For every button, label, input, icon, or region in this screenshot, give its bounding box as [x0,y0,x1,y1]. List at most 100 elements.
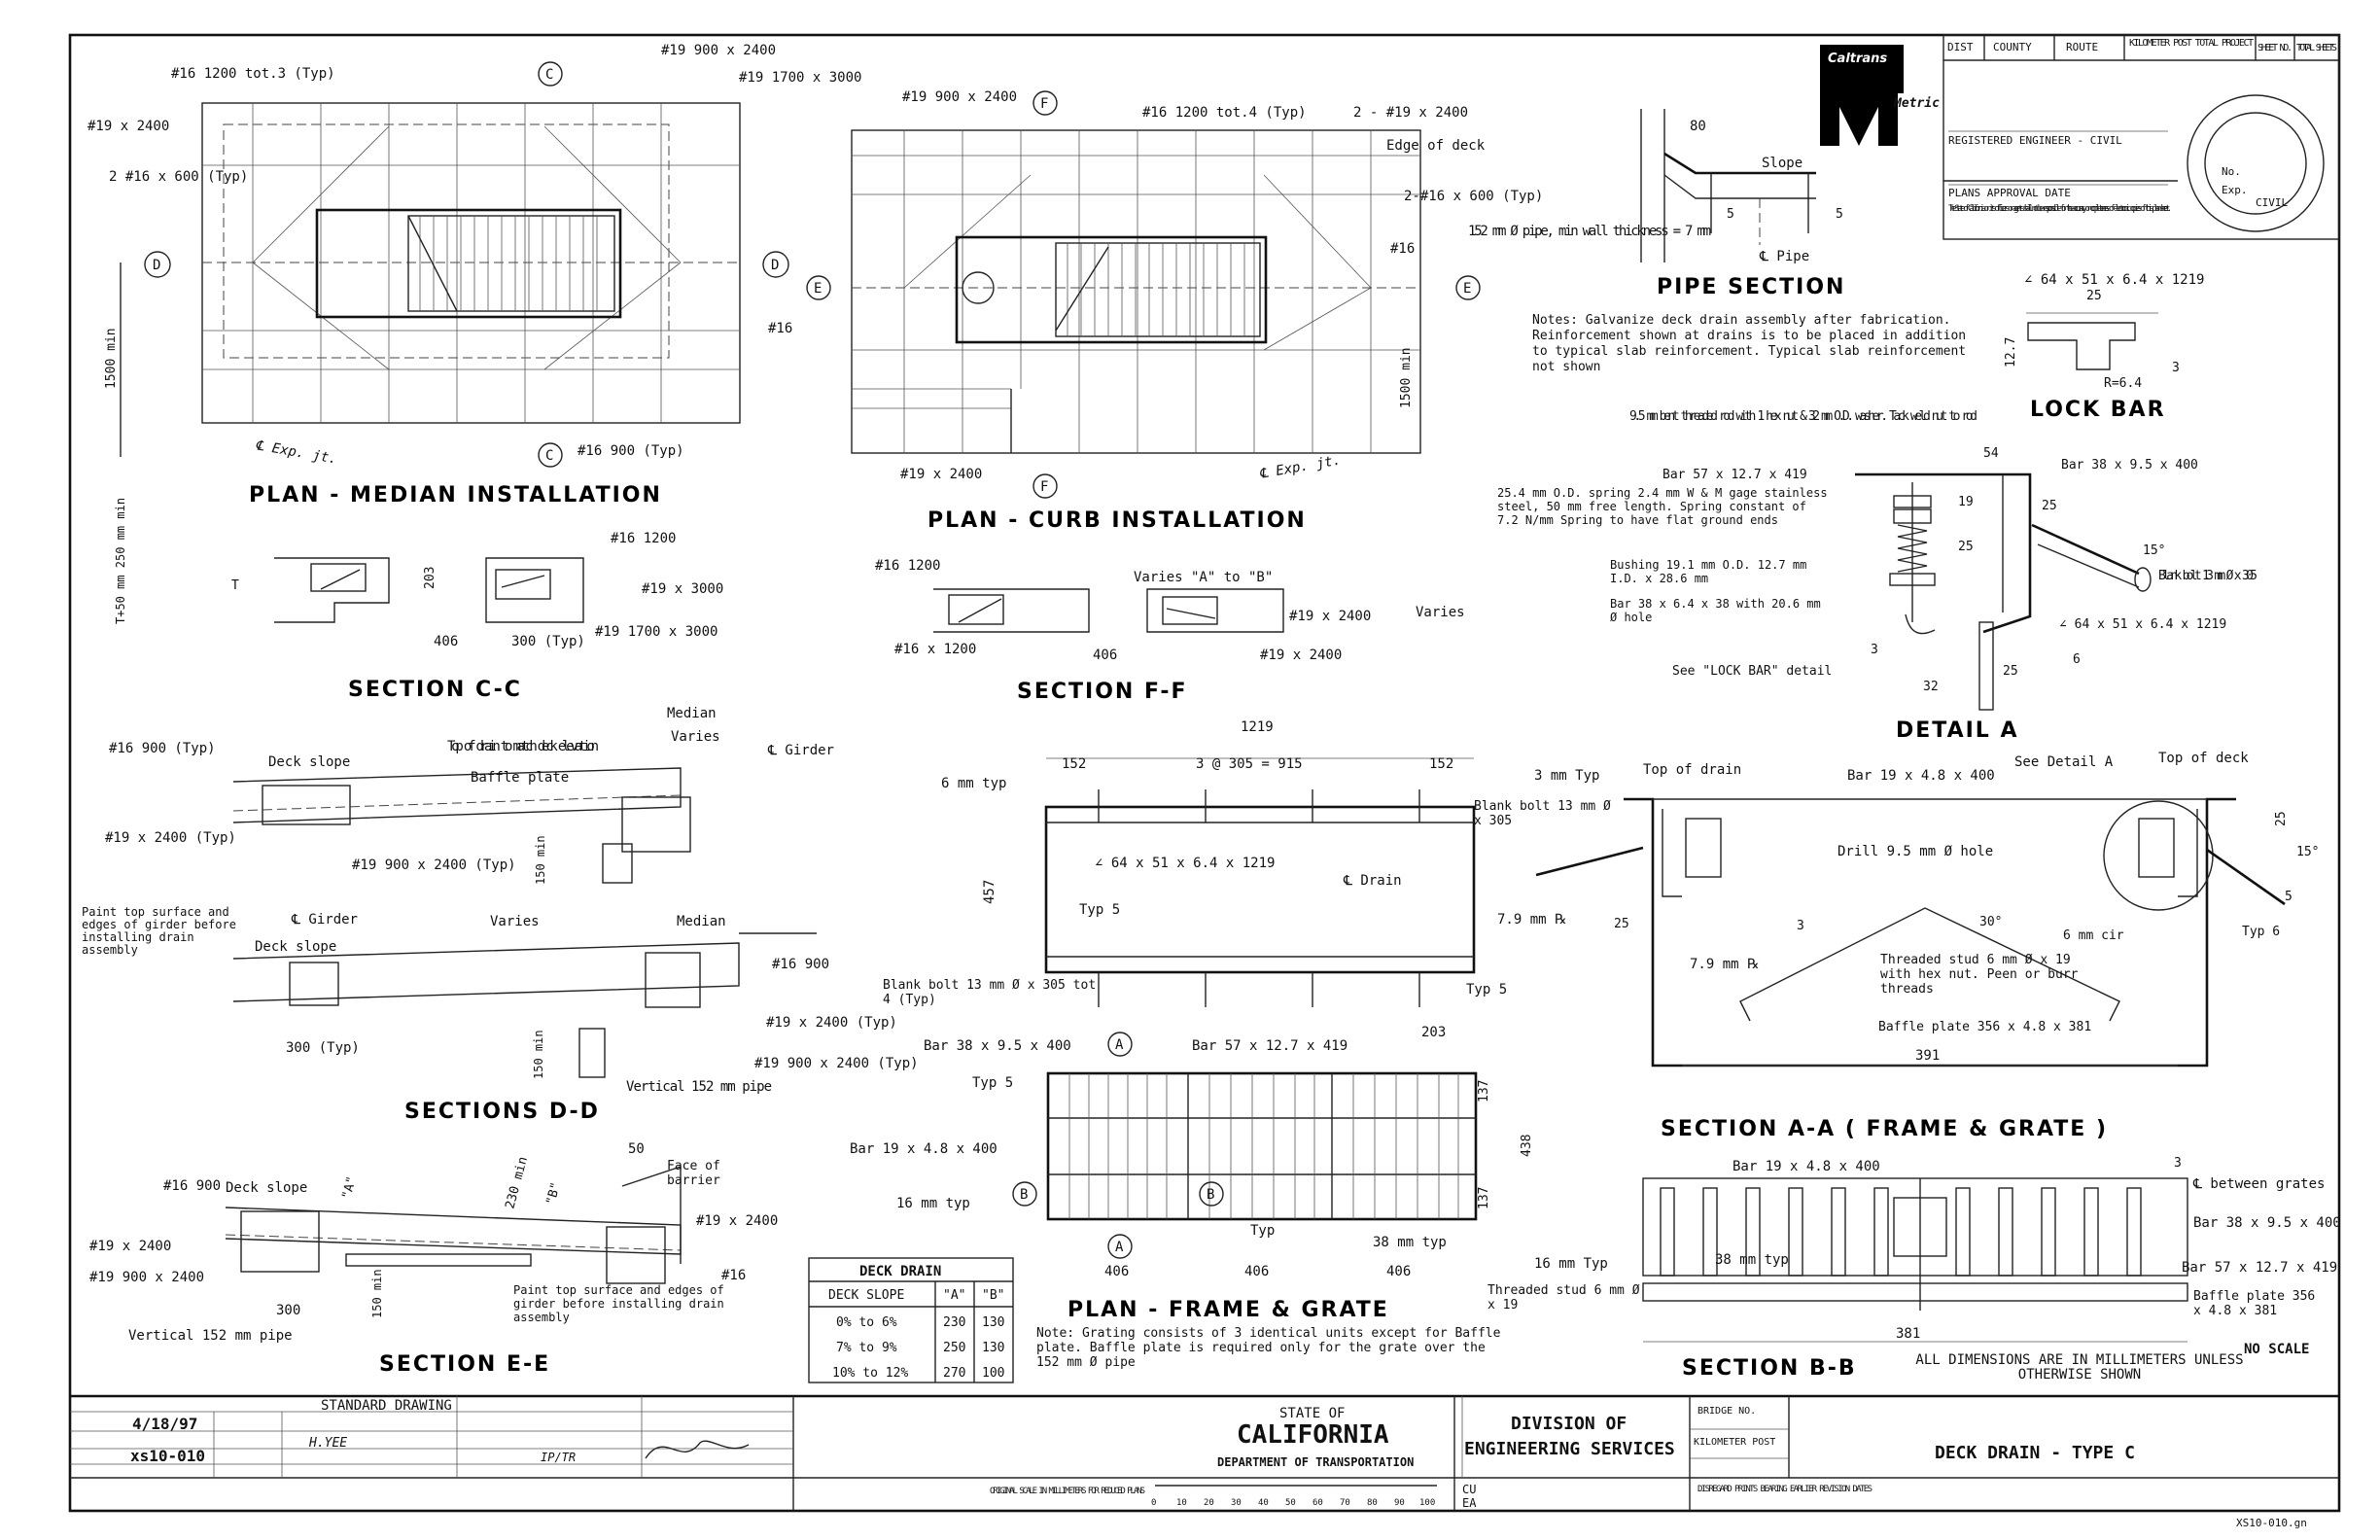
da-label-5-box: Bar 38 x 6.4 x 38 with 20.6 mm Ø hole [1610,597,1821,624]
cut-f-bottom-label: F [1040,479,1048,495]
bottom-title-strip: STANDARD DRAWING 4/18/97 H.YEE xs10-010 … [70,1394,2339,1529]
table-r3-c2: 270 [943,1366,965,1381]
pf-label-5: Bar 19 x 4.8 x 400 [850,1141,998,1157]
dd-label-20: 150 min [532,1030,545,1079]
ee-label-10: #19 900 x 2400 [89,1270,204,1285]
ee-label-15: #16 [721,1268,746,1283]
ee-label-6: 50 [628,1141,645,1157]
scale-tick-10: 10 [1176,1498,1187,1508]
aa-label-13: Threaded stud 6 mm Ø x 19 with hex nut. … [1880,953,2079,997]
drawing-date: 4/18/97 [132,1415,197,1433]
ps-label-1: 80 [1690,119,1706,134]
title-section-aa: SECTION A-A ( FRAME & GRATE ) [1661,1117,2108,1141]
aa-label-19: 5 [2285,890,2292,904]
aa-label-9: 3 [1797,919,1804,933]
pc-label-6: #16 [1390,241,1415,257]
scale-tick-40: 40 [1258,1498,1269,1508]
ee-label-1: #16 900 [163,1178,221,1194]
da-label-1: 9.5 mm bent threaded rod with 1 hex nut … [1629,409,1978,424]
da-label-11: ∠ 64 x 51 x 6.4 x 1219 [2059,617,2226,632]
dd-label-12: ℄ Girder [291,912,358,928]
ps-label-4: 5 [1836,207,1843,222]
da-label-16: 25 [1958,540,1974,554]
section-ff: #16 1200 Varies "A" to "B" #19 x 2400 Va… [875,558,1465,704]
plan-curb-installation: F F E E #19 900 x 2400 #16 1200 tot.4 (T… [768,89,1711,533]
cc-label-2: #19 x 3000 [642,581,723,597]
aa-label-8: 25 [1614,917,1629,931]
table-r3-c3: 100 [982,1366,1004,1381]
ff-label-7: #19 x 2400 [1260,648,1342,663]
cut-d-right [762,251,789,278]
dd-label-1: #16 900 (Typ) [109,741,216,756]
pc-label-10: #19 x 2400 [900,467,982,482]
plans-approval-date: PLANS APPROVAL DATE [1948,187,2071,199]
pf-label-1: Bar 38 x 9.5 x 400 [924,1038,1071,1054]
ff-label-2: Varies "A" to "B" [1134,570,1273,585]
da-label-3-box: 25.4 mm O.D. spring 2.4 mm W & M gage st… [1497,486,1828,527]
da-label-4: Bushing 19.1 mm O.D. 12.7 mm I.D. x 28.6… [1610,558,1807,585]
title-plan-median: PLAN - MEDIAN INSTALLATION [249,483,662,508]
pf-label-4: Typ 5 [972,1075,1013,1091]
logo-mark: Metric [1893,96,1940,111]
drawing-number: xs10-010 [130,1447,205,1465]
ee-label-9: #19 x 2400 [89,1239,171,1254]
da-label-8: Bar 38 x 9.5 x 400 [2061,458,2198,472]
aa-label-15: 391 [1915,1048,1940,1064]
plan-median-installation: C C D D 1500 min #16 1200 tot.3 (Typ) #1… [88,43,861,508]
ee-label-7-box: Face of barrier [667,1159,720,1188]
title-plan-curb: PLAN - CURB INSTALLATION [928,508,1307,533]
pf-label-2: Bar 57 x 12.7 x 419 [1192,1038,1348,1054]
cut-c-bottom [538,442,563,468]
dd-label-3: Top of drain to match deck elevation [447,739,599,754]
bb-label-5: 16 mm Typ [1534,1256,1608,1272]
da-label-5: Bar 38 x 6.4 x 38 with 20.6 mm Ø hole [1610,597,1821,624]
da-label-7: 54 [1983,446,1999,461]
aa-label-1: 3 mm Typ [1534,768,1599,784]
pf-label-10: 406 [1244,1264,1269,1279]
hdr-total: TOTAL SHEETS [2296,43,2337,53]
department: DEPARTMENT OF TRANSPORTATION [1217,1455,1414,1469]
hdr-route: ROUTE [2066,41,2098,53]
table-r1-c3: 130 [982,1315,1004,1330]
dd-label-14: Median [677,914,726,929]
da-label-2: Bar 57 x 12.7 x 419 [1662,468,1807,482]
bb-label-3: ℄ between grates [2192,1176,2325,1192]
california: CALIFORNIA [1237,1420,1389,1450]
scale-note: ORIGINAL SCALE IN MILLIMETERS FOR REDUCE… [990,1487,1145,1496]
cc-label-5: T [231,578,239,593]
pf-label-7: Typ [1250,1223,1275,1239]
ee-label-11: 300 [276,1303,300,1318]
bb-label-7: Bar 57 x 12.7 x 419 [2182,1260,2337,1276]
scale-tick-60: 60 [1312,1498,1323,1508]
cut-b-right-label: B [1207,1187,1214,1203]
ee-label-8: #19 x 2400 [696,1213,778,1229]
cut-c-top-label: C [545,67,553,83]
title-plan-frame: PLAN - FRAME & GRATE [1068,1298,1389,1322]
hdr-sheet: SHEET NO. [2258,43,2292,53]
bb-label-1: Bar 19 x 4.8 x 400 [1732,1159,1880,1174]
stamp-civil: CIVIL [2256,196,2288,209]
table-h-slope: DECK SLOPE [828,1288,904,1303]
cc-label-3: #19 1700 x 3000 [595,624,718,640]
title-block: DIST COUNTY ROUTE KILOMETER POST TOTAL P… [1820,34,2340,240]
ee-label-13-box: Paint top surface and edges of girder be… [513,1283,724,1324]
pf-label-14: 137 [1477,1187,1491,1209]
aa-label-7: Drill 9.5 mm Ø hole [1838,844,1993,859]
cut-e-right-label: E [1463,281,1471,297]
title-section-bb: SECTION B-B [1682,1356,1857,1381]
ee-label-12: 150 min [370,1269,384,1318]
title-lock-bar: LOCK BAR [2030,398,2166,422]
file-name: XS10-010.gn [2236,1517,2307,1529]
bb-label-4: Bar 38 x 9.5 x 400 [2193,1215,2341,1231]
pc-label-7: 152 mm Ø pipe, min wall thickness = 7 mm [1468,224,1711,239]
pf-label-3: 203 [1421,1025,1446,1040]
frame-elevation: 1219 152 3 @ 305 = 915 152 6 mm typ ∠ 64… [883,719,1567,1007]
pc-label-11: ℄ Exp. jt. [1258,452,1342,481]
notes-box: Notes: Galvanize deck drain assembly aft… [1532,313,1966,374]
pipe-section: 80 Slope 5 5 ℄ Pipe PIPE SECTION [1640,109,1843,299]
fe-label-7: ℄ Drain [1343,873,1402,889]
bb-label-10: 381 [1896,1326,1920,1342]
registered-engineer: REGISTERED ENGINEER - CIVIL [1948,134,2122,147]
aa-label-13-box: Threaded stud 6 mm Ø x 19 with hex nut. … [1880,953,2079,997]
dimensions-note: ALL DIMENSIONS ARE IN MILLIMETERS UNLESS… [1915,1353,2244,1382]
